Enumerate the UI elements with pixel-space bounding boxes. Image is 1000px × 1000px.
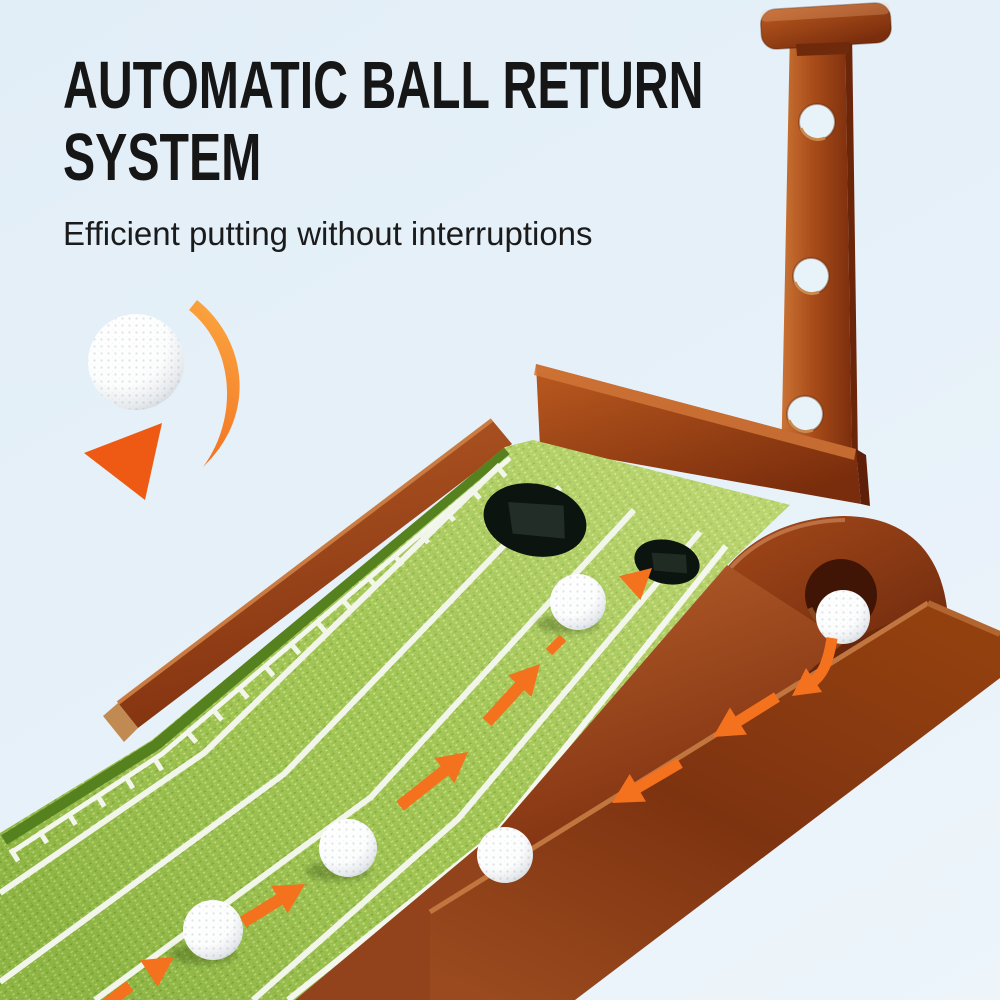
putt-direction-dash (618, 568, 652, 600)
ball-drop-curved-arrow (792, 637, 838, 696)
distance-tick (8, 847, 21, 863)
distance-tick (94, 793, 107, 808)
distance-tick (262, 663, 276, 678)
distance-tick (123, 775, 136, 790)
flow-arrows (101, 568, 780, 1000)
lane-line (0, 484, 563, 985)
putt-direction-dash (545, 634, 567, 656)
distance-tick-marks (8, 464, 508, 863)
post-hole (798, 103, 836, 141)
post-hole (786, 395, 824, 433)
putting-cup-hole-small (634, 539, 700, 585)
left-side-rail (103, 418, 512, 742)
golf-ball-in-channel (477, 827, 533, 883)
distance-tick (494, 464, 508, 479)
distance-tick (314, 619, 328, 634)
golf-ball-on-mat (319, 819, 377, 877)
golf-balls (170, 574, 870, 965)
putt-direction-arrow (101, 981, 134, 1000)
distance-tick (152, 756, 164, 772)
post-top-cap (759, 2, 892, 50)
distance-tick (37, 829, 50, 845)
backstop-board (534, 364, 870, 506)
distance-tick (288, 641, 302, 656)
channel-outer-wall (430, 603, 1000, 1000)
channel-inner-wall (497, 565, 845, 878)
putt-direction-arrow (396, 752, 468, 811)
caption-block: AUTOMATIC BALL RETURN SYSTEM Efficient p… (63, 50, 963, 253)
distance-tick (365, 574, 379, 589)
post-hole (792, 257, 830, 295)
golf-ball-on-mat (183, 900, 243, 960)
subtitle: Efficient putting without interruptions (63, 215, 593, 253)
distance-tick (210, 707, 224, 722)
distance-tick (391, 552, 405, 567)
backstop-top-bevel (534, 364, 856, 460)
headline-line1: AUTOMATIC BALL RETURN (63, 48, 704, 123)
putt-direction-arrow (140, 957, 174, 987)
distance-tick (66, 811, 78, 827)
distance-tick (468, 486, 482, 501)
putting-cup-hole-large (483, 483, 587, 557)
rail-end-cap (103, 703, 138, 742)
ball-stop-post (759, 2, 892, 468)
ball-return-arrow (612, 758, 683, 803)
putt-direction-arrow (239, 884, 305, 928)
lane-line (251, 530, 703, 1000)
distance-tick (417, 530, 431, 545)
golf-ball-at-exit-hole (816, 590, 870, 644)
mat-edging (1, 445, 510, 845)
hero-golf-ball (88, 314, 184, 410)
headline-line2: SYSTEM (63, 119, 262, 195)
curved-return-arrow (84, 300, 240, 500)
distance-tick (339, 597, 353, 611)
distance-tick (185, 730, 199, 744)
distance-tick (443, 508, 457, 523)
putt-direction-arrow (482, 664, 540, 727)
ball-return-arrow (713, 692, 780, 737)
distance-tick (236, 685, 250, 700)
golf-ball-near-hole (550, 574, 606, 630)
post-side-shadow (845, 27, 858, 466)
